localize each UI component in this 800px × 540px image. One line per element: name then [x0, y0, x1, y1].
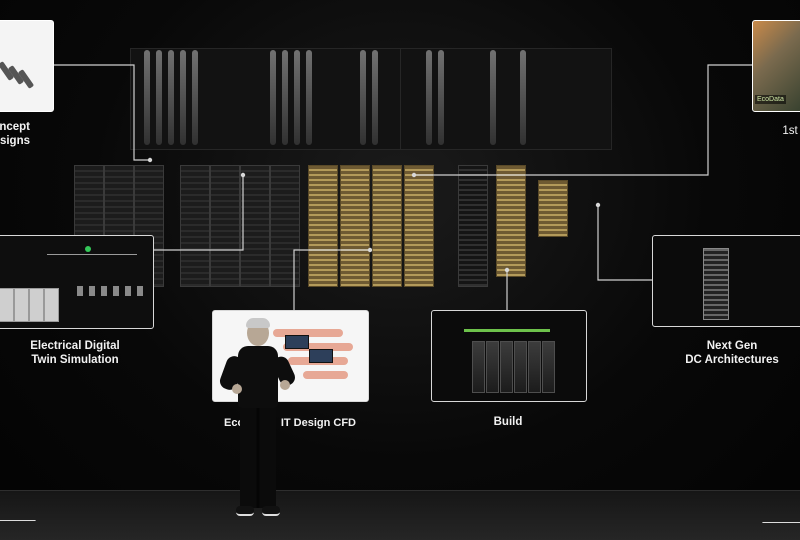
switchgear-cabinet — [0, 288, 14, 322]
presenter-hand — [280, 380, 290, 390]
ecodata-image: EcoData — [752, 20, 800, 112]
server-rack — [180, 165, 210, 287]
ecodata-badge: EcoData — [755, 95, 786, 104]
cable — [270, 50, 276, 145]
concept-designs-image — [0, 20, 54, 112]
cable — [438, 50, 444, 145]
cooling-rack — [538, 180, 568, 237]
concept-designs-label: ncept signs — [0, 120, 30, 148]
build-rack — [486, 341, 499, 393]
presenter-legs — [240, 408, 276, 508]
cable — [306, 50, 312, 145]
next-gen-dc-image — [652, 235, 800, 327]
switchgear-cabinet — [44, 288, 59, 322]
cable — [426, 50, 432, 145]
build-label: Build — [493, 416, 523, 428]
server-rack — [458, 165, 488, 287]
build-rack — [472, 341, 485, 393]
cooling-rack — [496, 165, 526, 277]
concept-designs-label-line2: signs — [0, 135, 30, 147]
switchgear-cabinet — [29, 288, 44, 322]
electrical-digital-twin-image — [0, 235, 154, 329]
cooling-rack — [308, 165, 338, 287]
presenter — [217, 318, 298, 528]
server-rack — [270, 165, 300, 287]
cable — [490, 50, 496, 145]
build-rack — [528, 341, 541, 393]
bus-line — [47, 254, 137, 255]
presenter-torso — [238, 346, 278, 408]
cable — [282, 50, 288, 145]
breaker — [89, 286, 95, 296]
next-gen-label-line2: DC Architectures — [685, 354, 779, 366]
breaker — [101, 286, 107, 296]
first-label: 1st — [782, 125, 798, 137]
presenter-hair — [246, 318, 270, 328]
cable — [168, 50, 174, 145]
build-rack — [542, 341, 555, 393]
presenter-shoe — [236, 506, 254, 516]
next-gen-label-line1: Next Gen — [706, 340, 758, 352]
concept-designs-label-line1: ncept — [0, 121, 30, 133]
server-rack — [210, 165, 240, 287]
cooling-rack — [372, 165, 402, 287]
breaker — [77, 286, 83, 296]
build-light-strip — [464, 329, 550, 332]
cable — [180, 50, 186, 145]
next-gen-dc-label: Next Gen DC Architectures — [668, 339, 796, 367]
cooling-pipe — [273, 329, 343, 337]
switchgear-cabinet — [14, 288, 29, 322]
stage-floor — [0, 490, 800, 540]
breaker — [137, 286, 143, 296]
it-design-cfd-label: Eco IT Design CFD — [223, 417, 357, 429]
cable — [520, 50, 526, 145]
presenter-hand — [232, 384, 242, 394]
build-image — [431, 310, 587, 402]
electrical-label-line1: Electrical Digital — [30, 340, 120, 352]
cooling-rack — [340, 165, 370, 287]
cable — [144, 50, 150, 145]
status-indicator — [85, 246, 91, 252]
breaker — [125, 286, 131, 296]
cable — [156, 50, 162, 145]
presenter-shoe — [262, 506, 280, 516]
next-gen-rack — [703, 248, 729, 320]
server-rack — [240, 165, 270, 287]
cooling-pipe — [283, 343, 353, 351]
breaker — [113, 286, 119, 296]
compute-tray — [285, 335, 309, 349]
cable — [360, 50, 366, 145]
build-rack — [500, 341, 513, 393]
electrical-label-line2: Twin Simulation — [31, 354, 119, 366]
cable — [294, 50, 300, 145]
cooling-pipe — [303, 371, 348, 379]
compute-tray — [309, 349, 333, 363]
electrical-digital-twin-label: Electrical Digital Twin Simulation — [10, 339, 140, 367]
cable — [192, 50, 198, 145]
cooling-rack — [404, 165, 434, 287]
cable — [372, 50, 378, 145]
build-rack — [514, 341, 527, 393]
